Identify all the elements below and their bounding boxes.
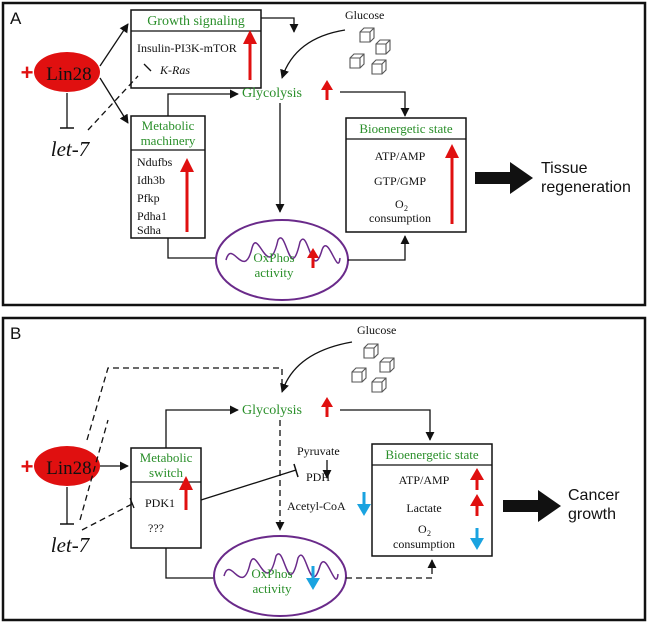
glucose-label: Glucose (345, 8, 384, 22)
bioenergetic-consumption: consumption (393, 537, 455, 551)
up-arrow-icon (307, 248, 319, 268)
growth-signaling-line2: K-Ras (159, 63, 190, 77)
up-arrow-icon (470, 468, 484, 490)
metabolic-switch-title2: switch (149, 465, 183, 480)
lin28-to-growth-arrow (99, 23, 129, 67)
up-arrow-icon (321, 397, 333, 417)
lin28-label: Lin28 (46, 64, 91, 85)
let7-label: let-7 (51, 533, 91, 557)
bioenergetic-title: Bioenergetic state (359, 121, 452, 136)
oxphos-label2: activity (255, 265, 294, 280)
up-arrow-icon (180, 158, 194, 232)
down-arrow-icon (357, 492, 371, 516)
panel-a-border (1, 1, 647, 307)
bioenergetic-box (371, 443, 493, 557)
acetyl-coa-label: Acetyl-CoA (287, 499, 346, 513)
oxphos-label2: activity (253, 581, 292, 596)
machinery-item: Sdha (137, 223, 162, 237)
bioenergetic-item: Lactate (406, 501, 441, 515)
bioenergetic-o2-sub: 2 (404, 204, 408, 213)
bioenergetic-item: ATP/AMP (375, 149, 426, 163)
lin28-to-machinery-arrow (99, 77, 129, 124)
bioenergetic-item: ATP/AMP (399, 473, 450, 487)
glucose-cube-icon (349, 27, 391, 75)
up-arrow-icon (243, 30, 257, 80)
bioenergetic-title: Bioenergetic state (385, 447, 478, 462)
glycolysis-to-bioenergetic-arrow (340, 409, 435, 441)
lin28-ellipse (34, 446, 100, 486)
mitochondrion-icon (213, 535, 347, 617)
let7-pdk1-dashed (81, 503, 133, 531)
big-arrow-icon (475, 162, 533, 194)
glucose-to-glycolysis-arrow (280, 29, 346, 79)
lin28-ellipse (34, 52, 100, 92)
glycolysis-label: Glycolysis (242, 86, 302, 101)
pyruvate-label: Pyruvate (297, 444, 340, 458)
outcome-a-line1: Tissue (541, 160, 588, 177)
plus-icon: + (21, 454, 34, 479)
let7-label: let-7 (51, 137, 91, 161)
bioenergetic-item: GTP/GMP (374, 174, 426, 188)
oxphos-to-bioenergetic-arrow (348, 235, 410, 261)
up-arrow-icon (179, 476, 193, 510)
outcome-b-line1: Cancer (568, 487, 620, 504)
machinery-item: Idh3b (137, 173, 165, 187)
switch-item: PDK1 (145, 496, 175, 510)
panel-b: B Glucose Glycolysis Pyruvate PDH Acetyl… (1, 316, 647, 622)
machinery-to-glycolysis-arrow (167, 89, 239, 116)
let7-glucose-dashed (79, 419, 109, 521)
pdh-inhibit-bar (293, 463, 299, 478)
bioenergetic-o2: O (395, 197, 404, 211)
growth-signaling-title: Growth signaling (147, 14, 245, 29)
up-arrow-icon (445, 144, 459, 224)
machinery-item: Pfkp (137, 191, 160, 205)
oxphos-to-bioenergetic-dashed (346, 559, 437, 579)
kras-inhibit-bar (143, 63, 152, 72)
outcome-a-line2: regeneration (541, 179, 631, 196)
growth-to-glycolysis-arrow (261, 17, 299, 33)
bioenergetic-o2-sub: 2 (427, 529, 431, 538)
switch-to-glycolysis-arrow (165, 405, 239, 448)
growth-signaling-box (130, 9, 262, 89)
glycolysis-label: Glycolysis (242, 403, 302, 418)
panel-a-letter: A (10, 9, 22, 28)
glucose-to-glycolysis-arrow (280, 341, 353, 393)
bioenergetic-box (345, 117, 467, 233)
glucose-cube-icon (351, 343, 395, 393)
oxphos-label1: OxPhos (251, 566, 292, 581)
machinery-item: Ndufbs (137, 155, 173, 169)
oxphos-label1: OxPhos (253, 250, 294, 265)
outcome-b-line2: growth (568, 506, 616, 523)
up-arrow-icon (321, 80, 333, 100)
glycolysis-to-bioenergetic-arrow (340, 91, 410, 117)
lin28-label: Lin28 (46, 458, 91, 479)
lin28-glucose-dashed (86, 367, 283, 441)
up-arrow-icon (470, 494, 484, 516)
big-arrow-icon (503, 490, 561, 522)
metabolic-machinery-title1: Metabolic (142, 118, 195, 133)
bioenergetic-o2: O (418, 522, 427, 536)
down-arrow-icon (470, 528, 484, 550)
switch-item: ??? (148, 521, 164, 535)
machinery-item: Pdha1 (137, 209, 167, 223)
metabolic-switch-title1: Metabolic (140, 450, 193, 465)
bioenergetic-consumption: consumption (369, 211, 431, 225)
panel-b-letter: B (10, 324, 21, 343)
let7-kras-dashed (87, 75, 139, 131)
glucose-label: Glucose (357, 323, 396, 337)
panel-a: A Lin28 + let-7 Growth signaling Insulin… (1, 1, 647, 307)
panel-b-border (1, 316, 647, 622)
down-arrow-icon (306, 566, 320, 590)
metabolic-machinery-title2: machinery (141, 133, 196, 148)
plus-icon: + (21, 60, 34, 85)
pdk1-pdh-inhibit-line (200, 469, 297, 501)
growth-signaling-line1: Insulin-PI3K-mTOR (137, 41, 237, 55)
